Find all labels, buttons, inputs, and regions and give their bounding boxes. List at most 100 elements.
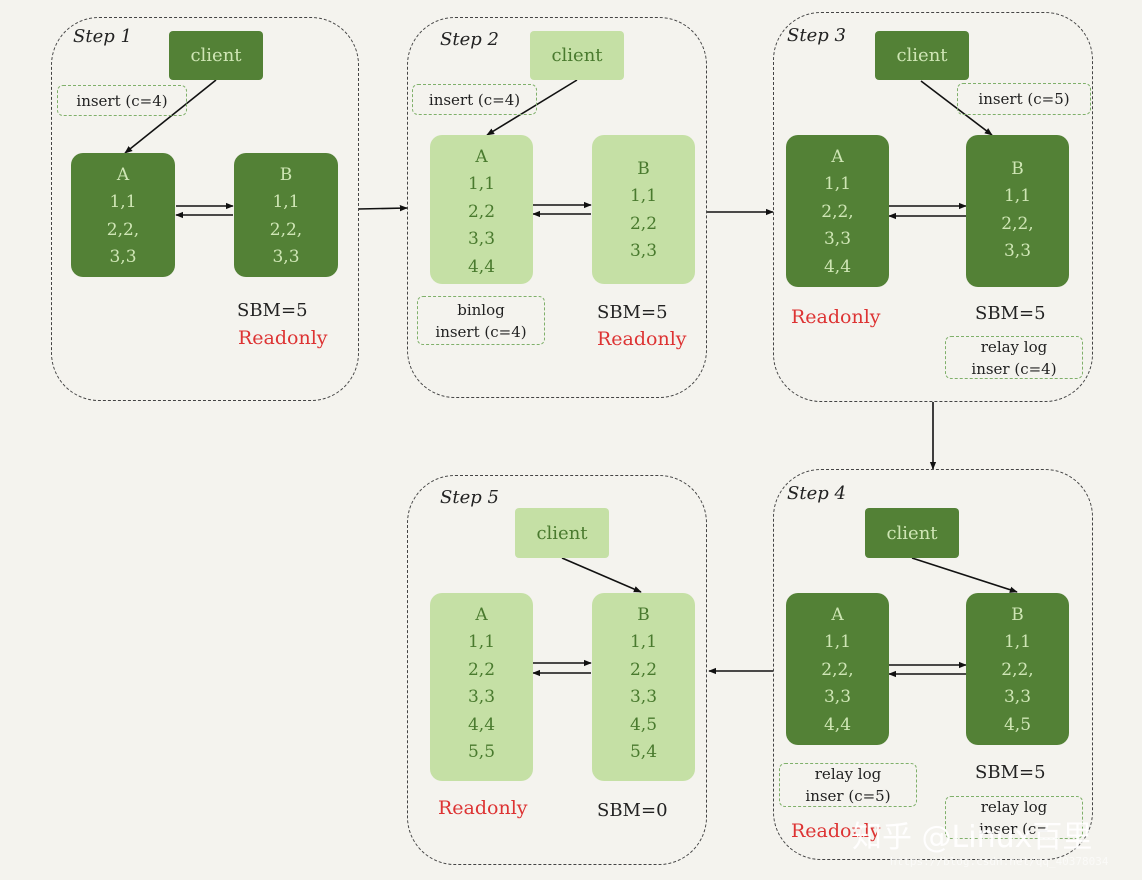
step-1-node-a: A 1,1 2,2, 3,3 (71, 153, 175, 277)
step-3-node-a-row: 2,2, (821, 201, 854, 222)
step-1-insert-note-text: insert (c=4) (76, 91, 168, 110)
step-4-label: Step 4 (787, 483, 846, 504)
step-1-node-b: B 1,1 2,2, 3,3 (234, 153, 338, 277)
step-2-binlog-line: insert (c=4) (435, 322, 527, 341)
flow-arrow-1-to-2 (357, 204, 408, 212)
watermark-text: 知乎 @Linux百里 (852, 820, 1093, 855)
step-4-sbm: SBM=5 (975, 762, 1046, 783)
step-5-node-a: A 1,1 2,2 3,3 4,4 5,5 (430, 593, 533, 781)
step-5-panel (407, 475, 707, 865)
step-3-node-a-row: 4,4 (823, 256, 852, 277)
step-2-sbm: SBM=5 (597, 302, 668, 323)
step-2-binlog-note: binlog insert (c=4) (417, 296, 545, 345)
step-2-panel (407, 17, 707, 398)
step-4-node-a-row: 4,4 (823, 714, 852, 735)
step-5-node-b-row: 1,1 (629, 632, 658, 652)
step-1-node-b-row: 3,3 (272, 247, 300, 267)
step-3-node-a-row: 1,1 (823, 174, 852, 194)
step-1-node-b-row: 2,2, (269, 219, 303, 240)
step-2-readonly: Readonly (597, 328, 687, 350)
step-3-sbm: SBM=5 (975, 303, 1046, 324)
step-5-node-a-row: 4,4 (467, 714, 496, 735)
step-3-client: client (875, 31, 969, 80)
step-4-panel (773, 469, 1093, 860)
step-3-node-a: A 1,1 2,2, 3,3 4,4 (786, 135, 889, 287)
step-4-node-a: A 1,1 2,2, 3,3 4,4 (786, 593, 889, 745)
step-1-node-b-name: B (279, 165, 293, 185)
step-1-readonly: Readonly (238, 327, 328, 349)
step-2-node-b-row: 1,1 (629, 186, 658, 206)
step-2-node-a-row: 1,1 (467, 174, 496, 194)
step-4-relay-a-line: relay log (814, 765, 882, 783)
step-1-node-b-row: 1,1 (272, 192, 300, 212)
step-5-node-a-row: 5,5 (467, 742, 496, 762)
step-1-node-a-row: 2,2, (106, 219, 140, 240)
step-4-relay-note-b: relay log inser (c= (945, 796, 1083, 839)
step-1-sbm: SBM=5 (237, 300, 308, 321)
step-3-node-b-row: 2,2, (1001, 213, 1034, 234)
step-3-insert-note-text: insert (c=5) (978, 90, 1070, 108)
step-2-client: client (530, 31, 624, 80)
step-3-node-b-row: 1,1 (1003, 186, 1032, 206)
step-2-node-a-name: A (475, 147, 488, 167)
step-4-node-b-row: 4,5 (1003, 714, 1032, 735)
step-4-node-b-row: 3,3 (1003, 687, 1032, 707)
step-2-node-a-row: 4,4 (467, 256, 496, 277)
step-1-label: Step 1 (73, 26, 132, 47)
step-2-insert-note: insert (c=4) (412, 84, 537, 115)
step-5-node-b-name: B (637, 605, 650, 625)
step-4-relay-b-line: inser (c= (979, 819, 1049, 838)
step-3-relay-note: relay log inser (c=4) (945, 336, 1083, 379)
step-3-label: Step 3 (787, 25, 846, 46)
step-4-node-a-row: 1,1 (823, 632, 852, 652)
step-5-node-b-row: 3,3 (629, 687, 658, 707)
step-4-node-b-name: B (1011, 605, 1024, 625)
step-4-node-b-row: 2,2, (1001, 659, 1034, 680)
step-4-relay-note-a: relay log inser (c=5) (779, 763, 917, 807)
step-3-node-a-row: 3,3 (823, 229, 852, 249)
step-5-node-b-row: 2,2 (629, 659, 658, 680)
step-4-node-a-row: 3,3 (823, 687, 852, 707)
step-3-node-a-name: A (831, 147, 844, 167)
step-2-node-b-row: 3,3 (629, 241, 658, 261)
step-5-label: Step 5 (440, 487, 499, 508)
step-1-node-a-row: 1,1 (109, 192, 137, 212)
step-2-node-a-row: 2,2 (467, 201, 496, 222)
step-4-client: client (865, 508, 959, 558)
step-4-node-a-row: 2,2, (821, 659, 854, 680)
step-4-node-a-name: A (831, 605, 844, 625)
step-1-node-a-row: 3,3 (109, 247, 137, 267)
step-5-node-b-row: 4,5 (629, 714, 658, 735)
step-4-relay-b-line: relay log (980, 797, 1048, 816)
step-4-relay-a-line: inser (c=5) (805, 787, 891, 805)
step-5-node-a-row: 2,2 (467, 659, 496, 680)
step-2-node-a: A 1,1 2,2 3,3 4,4 (430, 135, 533, 284)
step-4-node-b: B 1,1 2,2, 3,3 4,5 (966, 593, 1069, 745)
step-2-label: Step 2 (440, 29, 499, 50)
step-5-client: client (515, 508, 609, 558)
step-5-node-b-row: 5,4 (629, 742, 658, 762)
step-2-node-b: B 1,1 2,2 3,3 (592, 135, 695, 284)
step-5-readonly: Readonly (438, 797, 528, 819)
step-1-node-a-name: A (116, 165, 130, 185)
step-1-client: client (169, 31, 263, 80)
watermark-url: https://blog.csdn.net/qq_40378034 (890, 855, 1109, 868)
step-5-node-a-row: 1,1 (467, 632, 496, 652)
step-2-node-b-row: 2,2 (629, 213, 658, 234)
step-3-node-b-name: B (1011, 159, 1024, 179)
step-4-node-b-row: 1,1 (1003, 632, 1032, 652)
step-3-readonly: Readonly (791, 306, 881, 328)
step-3-relay-line: inser (c=4) (971, 359, 1057, 378)
step-3-panel (773, 12, 1093, 402)
step-3-relay-line: relay log (980, 337, 1048, 356)
step-5-node-a-name: A (475, 605, 488, 625)
step-2-insert-note-text: insert (c=4) (428, 90, 521, 109)
step-3-insert-note: insert (c=5) (957, 83, 1091, 115)
step-3-node-b: B 1,1 2,2, 3,3 (966, 135, 1069, 287)
step-2-binlog-line: binlog (457, 300, 505, 319)
step-4-readonly: Readonly (791, 820, 881, 842)
step-1-insert-note: insert (c=4) (57, 85, 187, 116)
step-2-node-b-name: B (637, 159, 650, 179)
step-1-panel (51, 17, 359, 401)
step-2-node-a-row: 3,3 (467, 229, 496, 249)
